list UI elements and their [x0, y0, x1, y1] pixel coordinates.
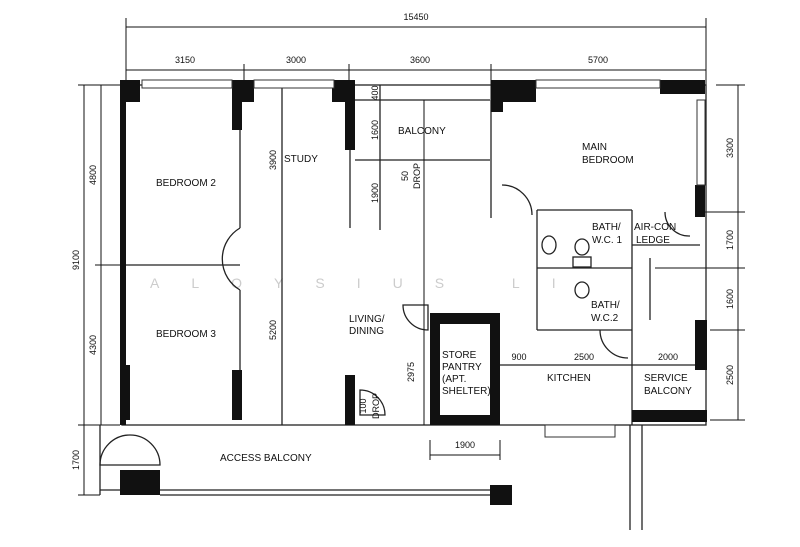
- label-bath1-2: W.C. 1: [592, 235, 622, 246]
- walls-thick: [120, 80, 707, 505]
- label-bedroom-3: BEDROOM 3: [156, 329, 216, 340]
- bath-fixtures: [541, 235, 592, 299]
- dim-right-4: 2500: [725, 365, 735, 385]
- watermark: ALOYSIUS LI: [150, 275, 588, 291]
- label-balcony: BALCONY: [398, 126, 446, 137]
- drop-value-2: 100: [358, 398, 368, 413]
- windows: [141, 79, 706, 438]
- label-access-balcony: ACCESS BALCONY: [220, 453, 312, 464]
- label-store-2: PANTRY: [442, 362, 482, 373]
- label-service-balcony-2: BALCONY: [644, 386, 692, 397]
- label-kitchen: KITCHEN: [547, 373, 591, 384]
- label-store-1: STORE: [442, 350, 477, 361]
- top-dimensions: 15450 3150 3000 3600 5700: [125, 12, 707, 100]
- label-store-3: (APT.: [442, 374, 466, 385]
- dim-balcony-top: 400: [370, 85, 380, 100]
- label-bath1-1: BATH/: [592, 222, 621, 233]
- label-store-4: SHELTER): [442, 386, 491, 397]
- doors: [99, 184, 691, 466]
- dim-top-3: 3600: [410, 55, 430, 65]
- door-swing-entrance: [359, 389, 386, 416]
- basin-icon: [541, 235, 557, 255]
- right-dimensions: 3300 1700 1600 2500: [655, 84, 745, 421]
- label-bath2-2: W.C.2: [591, 313, 619, 324]
- dim-store-height: 2975: [406, 362, 416, 382]
- dim-top-1: 3150: [175, 55, 195, 65]
- label-service-balcony-1: SERVICE: [644, 373, 688, 384]
- label-aircon-1: AIR-CON: [634, 222, 676, 233]
- dim-service-balcony: 2000: [658, 352, 678, 362]
- room-labels: BEDROOM 2 BEDROOM 3 STUDY BALCONY MAIN B…: [156, 126, 692, 464]
- interior-dimensions: 3900 5200 400 1600 1900 50 DROP 2975 100…: [268, 85, 678, 460]
- dim-study-upper: 3900: [268, 150, 278, 170]
- dim-kitchen-b: 2500: [574, 352, 594, 362]
- dim-right-1: 3300: [725, 138, 735, 158]
- toilet-icon: [574, 281, 590, 299]
- door-swing-main-bedroom: [501, 184, 533, 216]
- dim-left-4: 1700: [71, 450, 81, 470]
- dim-right-3: 1600: [725, 289, 735, 309]
- left-dimensions: 4800 9100 4300 1700: [71, 84, 120, 496]
- label-living-1: LIVING/: [349, 314, 385, 325]
- label-aircon-2: LEDGE: [636, 235, 670, 246]
- door-swing-aircon: [664, 211, 691, 237]
- dim-left-2: 9100: [71, 250, 81, 270]
- label-study: STUDY: [284, 154, 318, 165]
- dim-top-4: 5700: [588, 55, 608, 65]
- dim-below-balcony: 1900: [370, 183, 380, 203]
- dim-right-2: 1700: [725, 230, 735, 250]
- label-main-bedroom-2: BEDROOM: [582, 155, 634, 166]
- dim-kitchen-a: 900: [511, 352, 526, 362]
- label-bath2-1: BATH/: [591, 300, 620, 311]
- drop-label-1: DROP: [412, 163, 422, 189]
- label-living-2: DINING: [349, 326, 384, 337]
- dim-balcony-depth: 1600: [370, 120, 380, 140]
- drop-value-1: 50: [400, 171, 410, 181]
- dim-store-width: 1900: [455, 440, 475, 450]
- label-bedroom-2: BEDROOM 2: [156, 178, 216, 189]
- door-swing-store: [402, 304, 429, 331]
- overall-width-label: 15450: [403, 12, 428, 22]
- door-swing-bedrooms: [221, 227, 241, 291]
- door-swing-kitchen: [599, 329, 629, 359]
- dim-left-3: 4300: [88, 335, 98, 355]
- drop-label-2: DROP: [371, 393, 381, 419]
- door-swing-access: [99, 434, 161, 466]
- dim-study-lower: 5200: [268, 320, 278, 340]
- toilet-icon: [574, 238, 590, 256]
- label-main-bedroom-1: MAIN: [582, 142, 607, 153]
- dim-left-1: 4800: [88, 165, 98, 185]
- dim-top-2: 3000: [286, 55, 306, 65]
